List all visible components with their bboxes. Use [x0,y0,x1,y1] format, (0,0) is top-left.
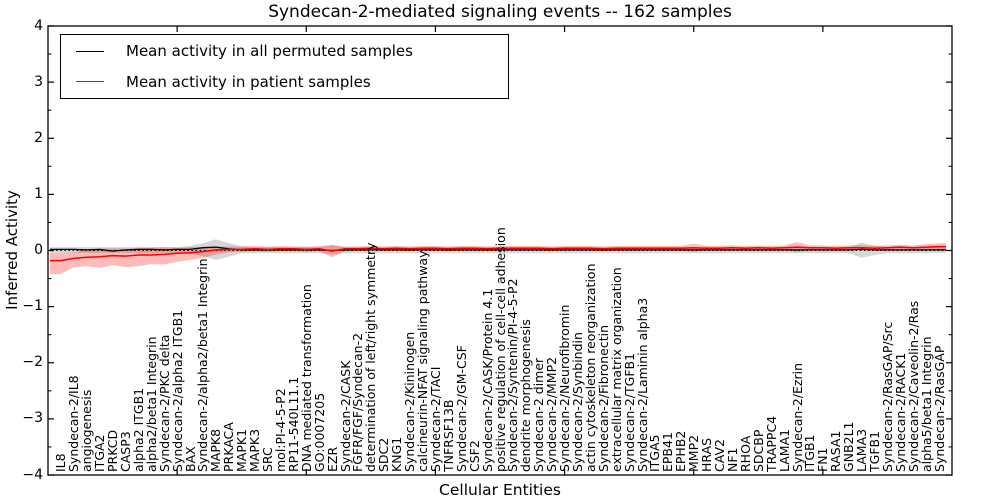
x-tick-label: Syndecan-2/CASK/Protein 4.1 [479,288,495,472]
y-tick-label: 2 [34,129,43,146]
x-tick-label: TNFRSF13B [440,399,456,472]
y-tick-label: −1 [22,298,43,315]
legend-row-patient: Mean activity in patient samples [61,67,508,96]
x-tick-label: Syndecan-2/PKC delta [156,334,172,472]
legend-line-patient-icon [76,81,104,83]
x-tick-label: Syndecan-2/alpha2 ITGB1 [169,309,185,472]
x-tick-label: Syndecan-2/TACI [427,366,443,472]
x-tick-label: NF1 [724,447,740,473]
x-tick-label: alpha5/beta1 Integrin [918,336,934,472]
x-tick-label: SDCBP [750,429,766,472]
y-tick-label: −3 [22,410,43,427]
permuted-mean-line [50,246,946,252]
x-tick-label: Syndecan-2/Fibronectin [595,325,611,472]
patient-mean-line [50,245,946,262]
x-tick-label: mol:PI-4-5-P2 [272,388,288,472]
legend: Mean activity in all permuted samples Me… [60,34,509,99]
x-axis-label: Cellular Entities [439,481,561,499]
y-tick-label: −4 [22,466,43,483]
x-tick-label: CSF2 [466,440,482,472]
x-tick-label: Syndecan-2/Caveolin-2/Ras [905,300,921,472]
legend-label-permuted: Mean activity in all permuted samples [126,42,413,61]
x-tick-label: Syndecan-2/TGFB1 [621,352,637,472]
x-tick-label: Syndecan-2/RACK1 [892,352,908,472]
x-tick-label: LAMA1 [776,428,792,472]
x-tick-label: TRAPPC4 [763,415,779,472]
y-tick-label: 1 [34,185,43,202]
y-tick-label: 3 [34,73,43,90]
x-tick-label: Syndecan-2/RasGAP [931,345,947,472]
x-tick-label: alpha2 ITGB1 [130,387,146,472]
x-tick-label: RP11-540L11.1 [285,376,301,472]
x-tick-label: GO:0007205 [311,392,327,472]
x-tick-label: Syndecan-2/GM-CSF [453,345,469,472]
x-tick-label: alpha2/beta1 Integrin [143,336,159,472]
x-tick-label: extracellular matrix organization [608,267,624,472]
legend-row-permuted: Mean activity in all permuted samples [61,37,508,66]
legend-label-patient: Mean activity in patient samples [126,72,371,91]
x-tick-label: RHOA [737,435,753,472]
x-tick-label: EZR [324,446,340,472]
x-tick-label: Syndecan-2/RasGAP/Src [879,321,895,472]
y-tick-label: −2 [22,354,43,371]
x-tick-label: actin cytoskeleton reorganization [582,263,598,472]
y-tick-label: 4 [34,17,43,34]
legend-line-permuted-icon [76,50,104,52]
chart-title: Syndecan-2-mediated signaling events -- … [268,2,732,22]
x-tick-label: DNA mediated transformation [298,284,314,472]
y-tick-label: 0 [34,242,43,258]
